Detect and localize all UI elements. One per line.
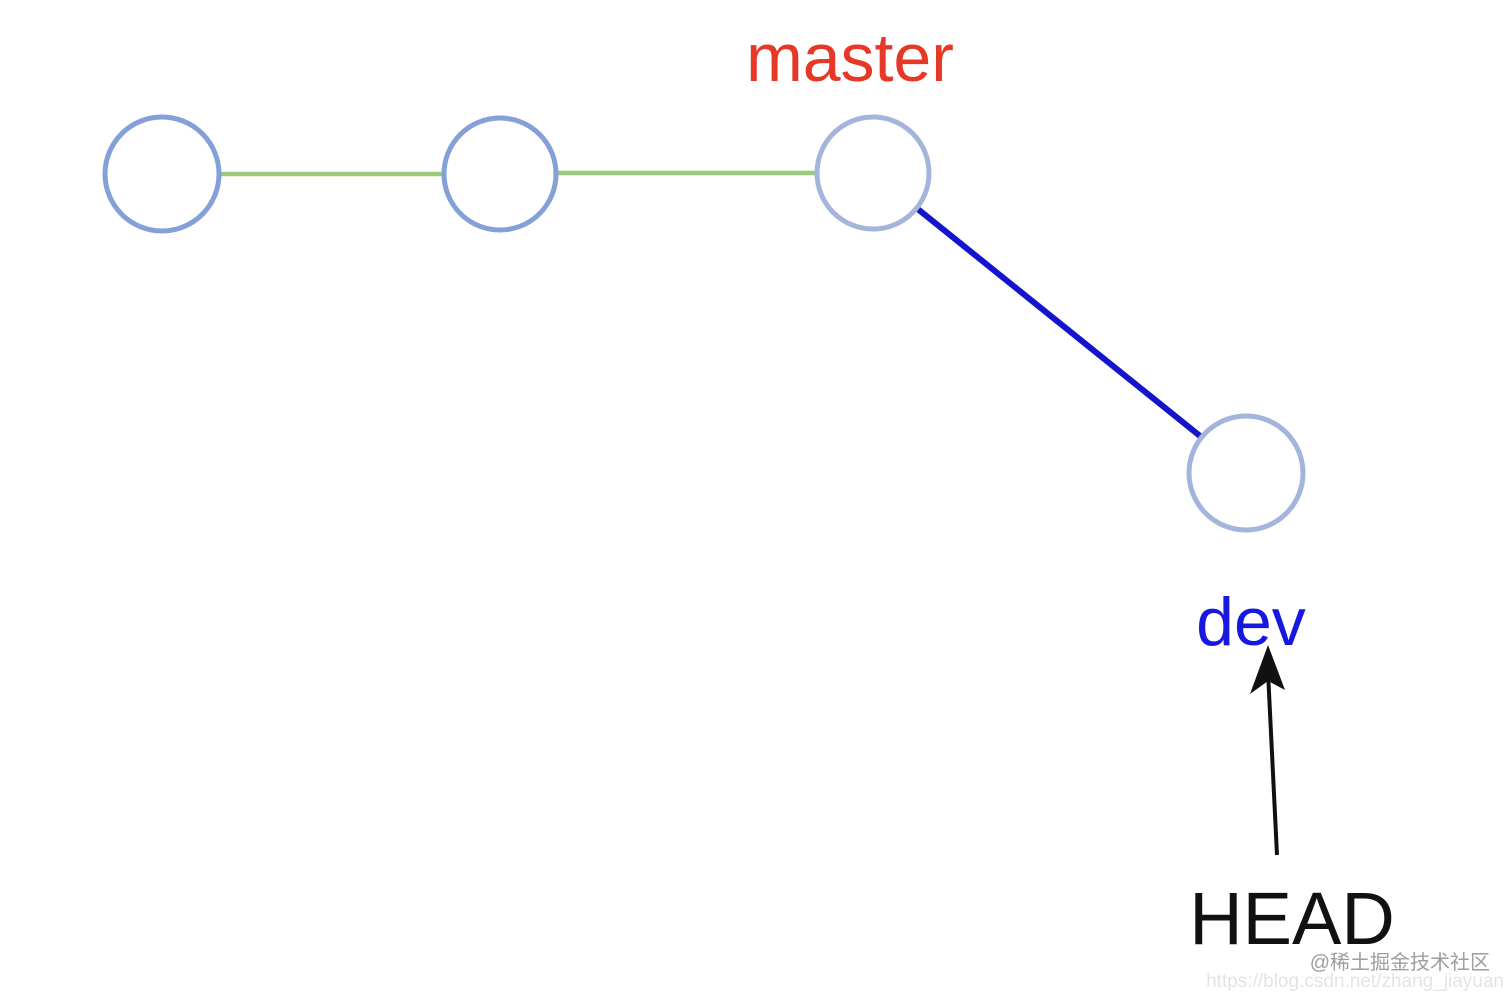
watermark-url: https://blog.csdn.net/zhang_jiayuan (1206, 971, 1504, 992)
head-label: HEAD (1189, 877, 1395, 960)
commit-node-4 (1186, 413, 1306, 533)
master-branch-label: master (746, 20, 954, 96)
watermark-community: @稀土掘金技术社区 (1309, 952, 1490, 974)
commit-node-1 (102, 114, 222, 234)
head-arrow-shaft (1266, 671, 1279, 856)
edge-commit3-commit4 (871, 170, 1248, 476)
dev-branch-label: dev (1196, 584, 1306, 660)
commit-node-2 (441, 115, 559, 233)
commit-node-3 (814, 114, 932, 232)
head-arrow-head-icon (1250, 645, 1285, 694)
